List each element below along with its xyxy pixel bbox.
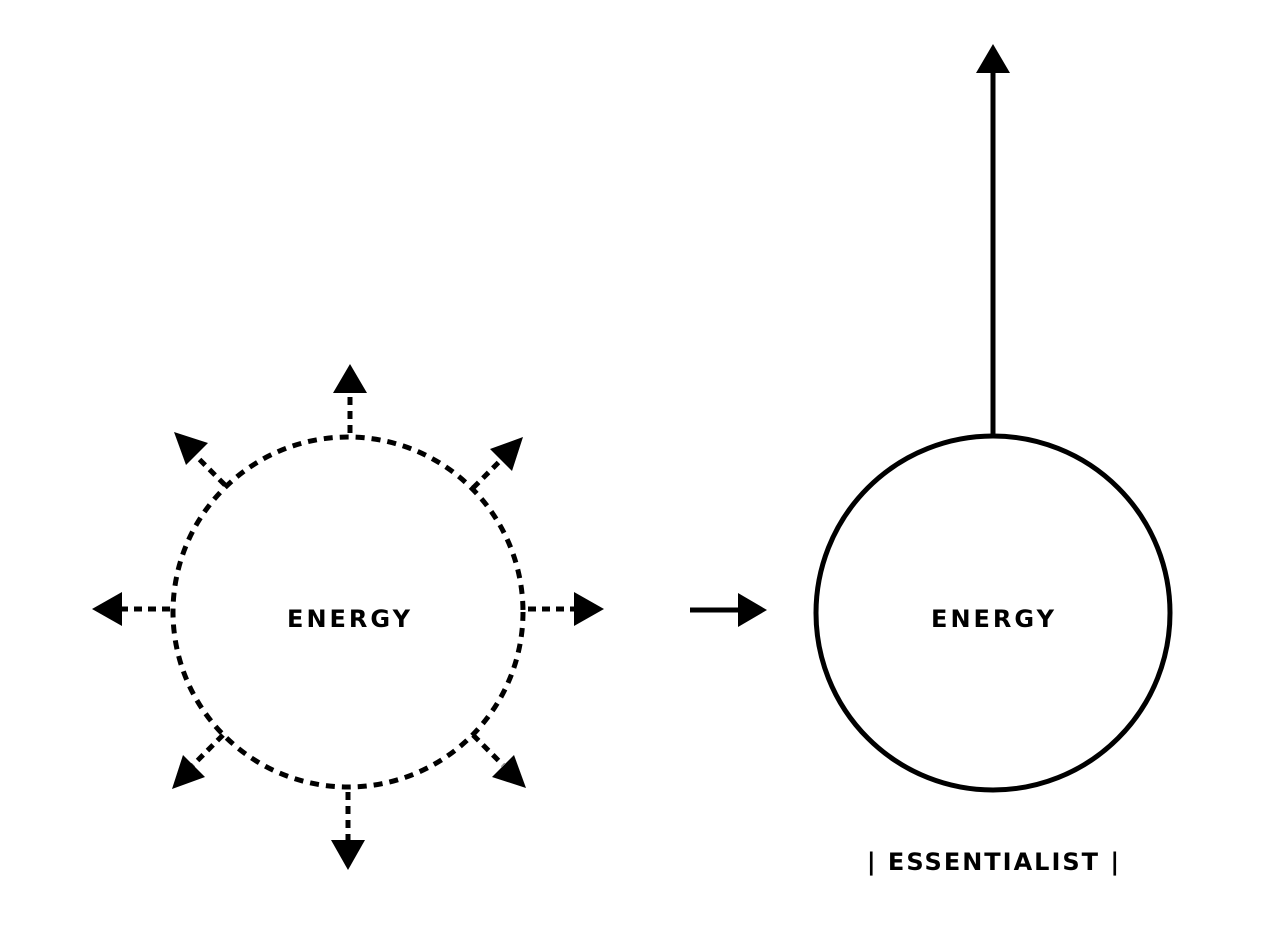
- arrowhead-icon: [333, 364, 367, 393]
- scattered-energy-group: ENERGY: [92, 364, 604, 870]
- arrowhead-icon: [574, 592, 604, 626]
- dashed-arrow-down-left: [172, 733, 225, 789]
- left-energy-label: ENERGY: [287, 605, 413, 633]
- dashed-arrow-up-left: [174, 432, 227, 487]
- arrow-right-icon: [738, 593, 767, 627]
- arrowhead-icon: [331, 840, 365, 870]
- arrowhead-icon: [976, 44, 1010, 73]
- right-energy-label: ENERGY: [931, 605, 1057, 633]
- dashed-arrow-up-right: [471, 437, 523, 490]
- focused-energy-group: ENERGY: [813, 44, 1173, 793]
- solid-arrow-up: [976, 44, 1010, 436]
- dashed-arrow-down: [331, 792, 365, 870]
- arrowhead-icon: [172, 755, 205, 789]
- arrowhead-icon: [492, 755, 526, 788]
- transition-arrow: [690, 593, 767, 627]
- arrowhead-icon: [92, 592, 122, 626]
- dashed-energy-circle: [170, 434, 526, 790]
- essentialist-caption: | ESSENTIALIST |: [867, 848, 1121, 876]
- dashed-arrow-right: [528, 592, 604, 626]
- dashed-arrow-down-right: [471, 733, 526, 788]
- arrowhead-icon: [490, 437, 523, 471]
- arrowhead-icon: [174, 432, 208, 465]
- dashed-arrow-left: [92, 592, 170, 626]
- dashed-arrow-up: [333, 364, 367, 433]
